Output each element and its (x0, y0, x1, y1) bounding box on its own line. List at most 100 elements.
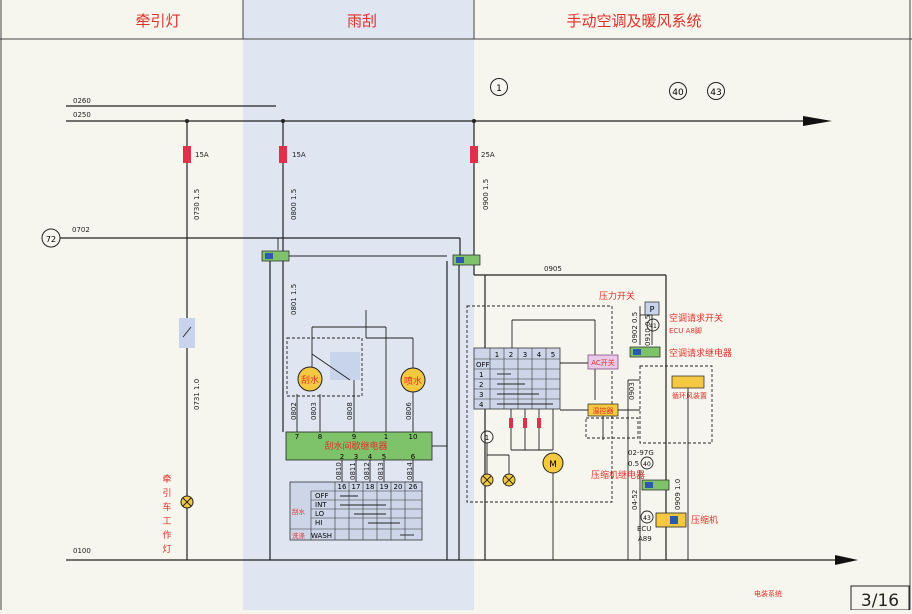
temp-controller-label: 温控器 (593, 406, 614, 415)
svg-text:引: 引 (162, 488, 171, 499)
relay-pin-8: 8 (318, 433, 322, 441)
header-wiper: 雨刮 (347, 12, 377, 30)
relay-pin-6: 6 (411, 453, 416, 461)
wire-0-5-label: 0.5 (628, 460, 639, 468)
fan-switch-col-5: 5 (551, 351, 555, 359)
svg-text:工: 工 (162, 517, 171, 527)
intermittent-relay-label: 刮水间歇继电器 (324, 440, 387, 452)
svg-text:1: 1 (485, 434, 489, 442)
compressor-relay-label: 压缩机继电器 (591, 469, 645, 481)
svg-text:40: 40 (643, 461, 651, 468)
ref-circle-1: 1 (490, 78, 508, 96)
fuse-25a-ac (470, 146, 478, 163)
ref-circle-43: 43 (707, 82, 725, 100)
fan-switch-row-4: 4 (479, 401, 484, 409)
fan-switch-off: OFF (476, 361, 490, 369)
relay-pin-3: 3 (354, 453, 358, 461)
ac-request-relay (629, 346, 661, 358)
wiper-combination-switch (289, 481, 423, 541)
fan-switch-row-3: 3 (479, 391, 483, 399)
wiper-switch-col-26: 26 (409, 483, 418, 491)
wire-0902-label: 0902 0.5 (631, 312, 639, 343)
wire-0250-label: 0250 (73, 111, 91, 119)
pressure-switch-label: 压力开关 (599, 290, 635, 302)
wiper-switch-off: OFF (315, 492, 329, 500)
washer-motor: 喷水 (400, 367, 426, 393)
intermittent-relay (285, 431, 433, 461)
svg-text:1: 1 (496, 84, 502, 94)
wire-0803-label: 0803 (310, 402, 318, 420)
fuse-3-label: 25A (481, 151, 495, 159)
header-ac-heater: 手动空调及暖风系统 (566, 12, 701, 30)
ac-request-switch-label: 空调请求开关 (669, 312, 723, 324)
wire-0801-label: 0801 1.5 (290, 284, 298, 315)
relay-pin-2: 2 (340, 453, 344, 461)
svg-text:车: 车 (162, 501, 171, 513)
svg-text:作: 作 (162, 529, 171, 541)
wiper-switch-group-wipe: 刮水 (292, 507, 306, 516)
wiper-switch-col-20: 20 (394, 483, 403, 491)
wiper-switch-col-16: 16 (338, 483, 347, 491)
ac-power-relay (452, 254, 481, 266)
ac-indicator-lamp-1 (480, 473, 494, 487)
recirculation-label: 循环风装置 (672, 391, 707, 400)
footer-system-label: 电装系统 (754, 589, 782, 598)
compressor-relay (641, 479, 670, 491)
wire-0808-label: 0808 (346, 402, 354, 420)
pressure-switch-p: P (650, 305, 655, 314)
fan-switch-col-1: 1 (495, 351, 499, 359)
ac-switch (587, 354, 619, 370)
svg-text:刮水: 刮水 (301, 374, 319, 386)
wire-0811-label: 0811 (349, 462, 357, 480)
wire-0812-label: 0812 (363, 462, 371, 480)
ac-indicator-lamp-2 (502, 473, 516, 487)
ref-circle-40-lower: 40 (640, 456, 654, 470)
blower-resistors (509, 409, 554, 451)
traction-lamp-icon (180, 495, 194, 509)
relay-pin-10: 10 (409, 433, 418, 441)
ref-circle-41: 41 (646, 318, 660, 332)
page-number: 3/16 (861, 591, 899, 610)
svg-text:43: 43 (643, 515, 651, 522)
wire-0813-label: 0813 (377, 462, 385, 480)
relay-pin-7: 7 (295, 433, 299, 441)
harness-wires-0810-0814 (341, 460, 414, 482)
wire-0100-label: 0100 (73, 547, 91, 555)
blower-motor: M (542, 452, 564, 474)
svg-text:40: 40 (672, 88, 684, 98)
a89-label: A89 (638, 535, 652, 543)
svg-text:喷水: 喷水 (404, 375, 422, 387)
fuse-2-label: 15A (292, 151, 306, 159)
wire-0702-label: 0702 (72, 226, 90, 234)
ref-circle-40: 40 (669, 82, 687, 100)
fuse-1-label: 15A (195, 151, 209, 159)
fan-switch-col-2: 2 (509, 351, 513, 359)
relay-pin-4: 4 (368, 453, 373, 461)
wiper-switch-hi: HI (315, 519, 322, 527)
wiper-switch-col-17: 17 (352, 483, 361, 491)
svg-text:M: M (549, 460, 557, 470)
fuse-15a-traction (183, 146, 191, 163)
wire-0909-label: 0909 1.0 (674, 479, 682, 510)
wiper-switch-wash: WASH (311, 532, 332, 540)
svg-text:牵: 牵 (162, 474, 171, 485)
bus-arrow-icon (803, 116, 832, 126)
ref-circle-72: 72 (41, 228, 61, 248)
ref-circle-1-lower: 1 (480, 430, 494, 444)
wire-0900-label: 0900 1.5 (482, 179, 490, 210)
wire-0905-label: 0905 (544, 265, 562, 273)
fan-switch-col-4: 4 (537, 351, 542, 359)
wire-0802-label: 0802 (290, 402, 298, 420)
svg-text:43: 43 (710, 88, 721, 98)
ref-circle-43-lower: 43 (640, 510, 654, 524)
wiper-switch-col-18: 18 (366, 483, 375, 491)
compressor-label: 压缩机 (691, 514, 718, 526)
header-traction-lamp: 牵引灯 (135, 12, 180, 30)
fan-switch-col-3: 3 (523, 351, 527, 359)
wire-0730-label: 0730 1.5 (193, 189, 201, 220)
relay-pin-9: 9 (352, 433, 356, 441)
ac-request-relay-label: 空调请求继电器 (669, 347, 732, 359)
recirculation-device (671, 375, 705, 389)
